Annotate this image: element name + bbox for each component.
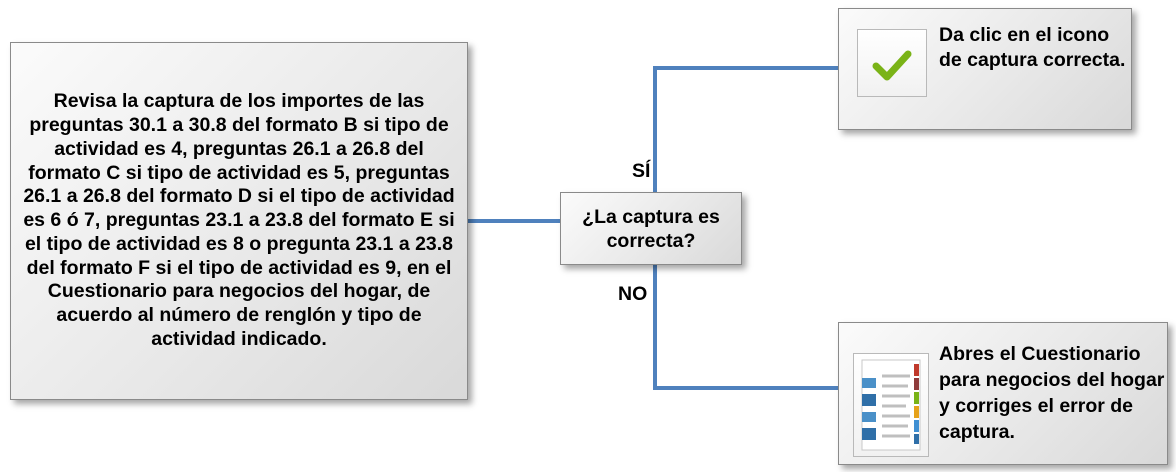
yes-action-box: Da clic en el icono de captura correcta. <box>838 8 1132 130</box>
checkmark-icon <box>857 29 927 97</box>
questionnaire-document-icon <box>853 353 929 457</box>
connector-decision-to-yes <box>653 66 838 192</box>
no-branch-label: NO <box>618 283 648 305</box>
connector-decision-to-no <box>653 265 838 390</box>
main-instruction-text: Revisa la captura de los importes de las… <box>23 90 455 351</box>
yes-branch-label: SÍ <box>632 160 651 182</box>
decision-question-text: ¿La captura es correcta? <box>582 205 720 252</box>
yes-action-text: Da clic en el icono de captura correcta. <box>939 24 1126 71</box>
main-instruction-box: Revisa la captura de los importes de las… <box>10 42 468 400</box>
decision-box: ¿La captura es correcta? <box>560 192 742 265</box>
no-action-text: Abres el Cuestionario para negocios del … <box>939 343 1165 443</box>
no-action-box: Abres el Cuestionario para negocios del … <box>838 322 1168 465</box>
